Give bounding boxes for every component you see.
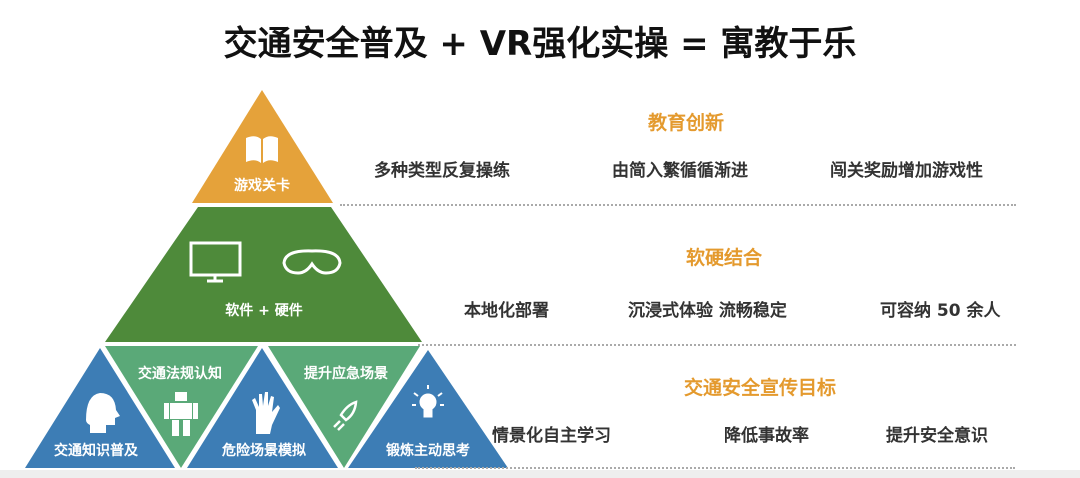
divider xyxy=(415,467,1015,469)
vr-goggles-icon xyxy=(282,249,342,275)
section-item: 提升安全意识 xyxy=(886,426,988,446)
pyramid-middle-tier xyxy=(105,207,422,342)
section-item: 闯关奖励增加游戏性 xyxy=(830,161,983,181)
pyramid-top-label: 游戏关卡 xyxy=(234,178,290,194)
page-title: 交通安全普及 + VR强化实操 = 寓教于乐 xyxy=(223,24,857,64)
divider xyxy=(418,344,1016,346)
book-icon xyxy=(246,136,278,163)
section-item: 降低事故率 xyxy=(724,426,809,446)
monitor-icon xyxy=(189,241,242,283)
section-item: 本地化部署 xyxy=(464,301,549,321)
bottom-triangle-4 xyxy=(268,346,420,468)
section-item: 可容纳 50 余人 xyxy=(880,301,1001,321)
section-item: 情景化自主学习 xyxy=(492,426,611,446)
bottom-label-2: 交通法规认知 xyxy=(138,366,222,382)
section-item: 多种类型反复操练 xyxy=(374,161,510,181)
section-heading-software-hardware: 软硬结合 xyxy=(685,247,763,269)
bottom-label-3: 危险场景模拟 xyxy=(222,443,306,459)
lightbulb-icon xyxy=(412,385,444,418)
rocket-icon xyxy=(333,400,358,431)
pyramid-middle-label: 软件 + 硬件 xyxy=(225,303,303,319)
bottom-label-5: 锻炼主动思考 xyxy=(386,443,470,459)
head-icon xyxy=(86,393,120,433)
divider xyxy=(340,204,1016,206)
section-item: 沉浸式体验 流畅稳定 xyxy=(628,301,787,321)
section-item: 由简入繁循循渐进 xyxy=(612,161,748,181)
section-heading-education: 教育创新 xyxy=(647,112,725,134)
robot-icon xyxy=(164,392,198,436)
bottom-label-1: 交通知识普及 xyxy=(54,443,138,459)
bottom-label-4: 提升应急场景 xyxy=(304,366,388,382)
bottom-strip xyxy=(0,470,1080,478)
hand-icon xyxy=(252,392,280,434)
section-heading-safety-goals: 交通安全宣传目标 xyxy=(683,377,837,399)
pyramid-top-tier xyxy=(192,90,333,203)
